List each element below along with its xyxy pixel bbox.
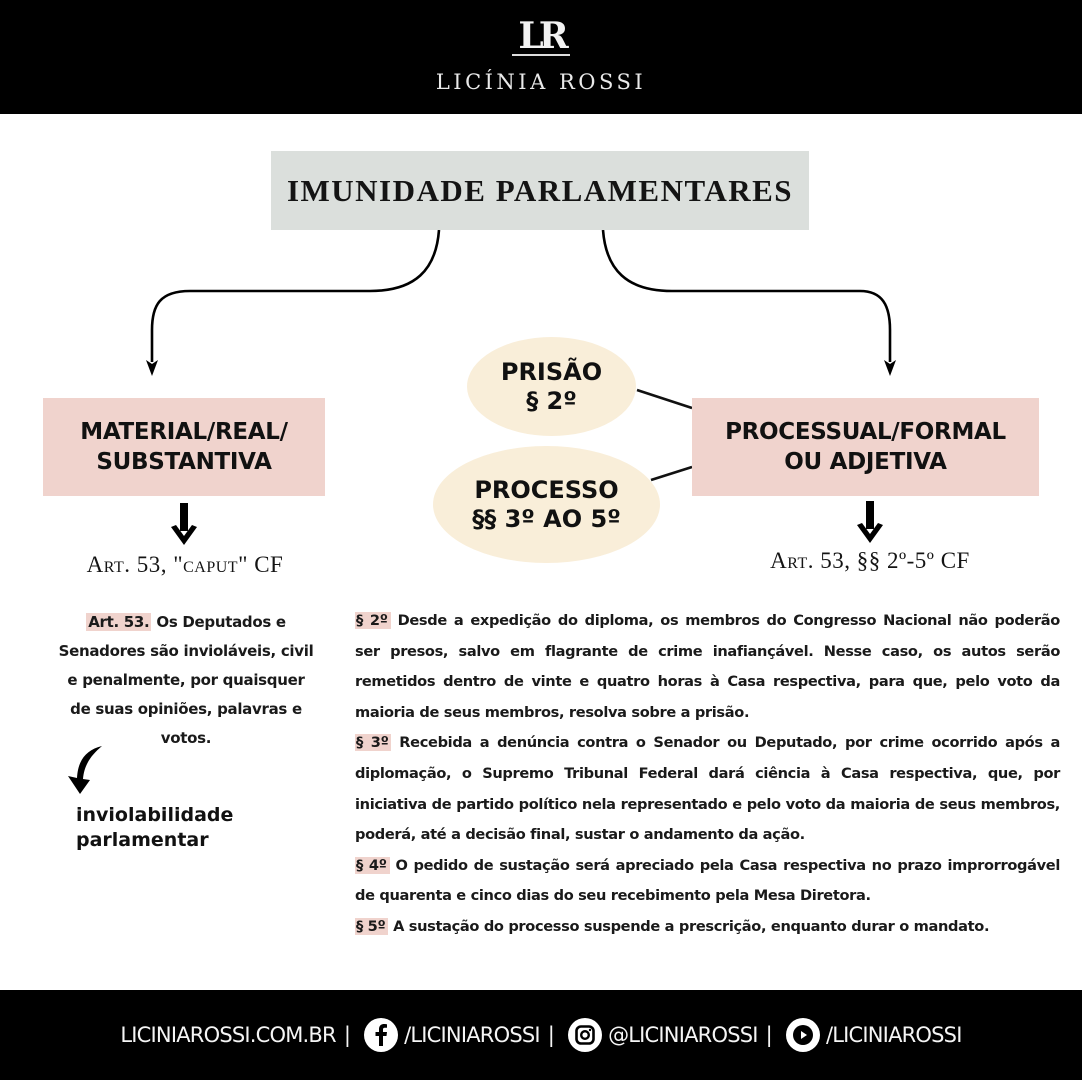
paragraph-4: § 4º O pedido de sustação será apreciado… [355,851,1060,912]
prisao-section: § 2º [526,386,577,415]
processo-label: PROCESSO [474,475,619,504]
paragraph-label: § 2º [355,612,391,629]
diagram-title-box: IMUNIDADE PARLAMENTARES [271,151,809,230]
prisao-label: PRISÃO [500,357,603,386]
paragraph-text: O pedido de sustação será apreciado pela… [355,856,1060,905]
prisao-node: PRISÃO § 2º [467,337,636,436]
website-link[interactable]: LICINIAROSSI.COM.BR | [120,1023,364,1047]
paragraph-label: § 3º [355,734,392,752]
processo-node: PROCESSO §§ 3º AO 5º [433,446,660,563]
footer-bar: LICINIAROSSI.COM.BR | /LICINIAROSSI | @L… [0,990,1082,1080]
paragraph-3: § 3º Recebida a denúncia contra o Senado… [355,728,1060,850]
paragraph-label: § 5º [355,917,389,935]
facebook-handle: /LICINIAROSSI [404,1023,540,1047]
processual-reference: Art. 53, §§ 2º-5º CF [770,548,970,573]
material-label-line1: MATERIAL/REAL/ [80,419,288,445]
arrow-down-icon [171,503,197,545]
material-reference: Art. 53, "caput" CF [86,552,284,577]
connector-right-arrow [601,229,892,362]
material-label-line2: SUBSTANTIVA [96,449,272,475]
arrow-down-icon [857,501,883,543]
curved-arrow-icon [68,746,102,794]
connector-processo [650,465,693,482]
instagram-link[interactable]: @LICINIAROSSI | [568,1018,786,1052]
website-text: LICINIAROSSI.COM.BR [120,1023,336,1047]
youtube-icon [785,1018,820,1052]
paragraphs-block: § 2º Desde a expedição do diploma, os me… [355,606,1060,943]
header-bar: LR LICÍNIA ROSSI [0,0,1082,114]
brand-name: LICÍNIA ROSSI [435,70,647,94]
inviolability-line2: parlamentar [76,829,209,851]
paragraph-text: Desde a expedição do diploma, os membros… [355,612,1060,721]
paragraph-text: A sustação do processo suspende a prescr… [388,917,990,935]
separator: | [547,1023,555,1047]
instagram-handle: @LICINIAROSSI [608,1023,758,1047]
processual-label-line1: PROCESSUAL/FORMAL [725,419,1006,445]
processual-immunity-box: PROCESSUAL/FORMAL OU ADJETIVA [692,398,1039,496]
inviolability-line1: inviolabilidade [76,804,234,826]
caput-article-text: Os Deputados e Senadores são invioláveis… [58,613,314,747]
paragraph-5: § 5º A sustação do processo suspende a p… [355,912,1060,943]
logo-mark: LR [0,14,1082,57]
youtube-handle: /LICINIAROSSI [825,1023,962,1047]
inviolability-label: inviolabilidade parlamentar [76,803,233,853]
separator: | [765,1023,773,1047]
logo-monogram: LR [518,15,568,57]
diagram-title: IMUNIDADE PARLAMENTARES [286,172,794,208]
caput-text-block: Art. 53. Os Deputados e Senadores são in… [55,608,317,753]
facebook-icon [364,1018,399,1052]
youtube-link[interactable]: /LICINIAROSSI [785,1018,962,1052]
paragraph-text: Recebida a denúncia contra o Senador ou … [355,734,1060,844]
connector-left-arrow [150,229,441,362]
paragraph-2: § 2º Desde a expedição do diploma, os me… [355,606,1060,728]
facebook-link[interactable]: /LICINIAROSSI | [364,1018,568,1052]
logo-underline [512,54,570,56]
processo-section: §§ 3º AO 5º [472,504,621,533]
connector-prisao [636,388,693,410]
instagram-icon [568,1018,603,1052]
processual-label-line2: OU ADJETIVA [784,449,947,475]
separator: | [343,1023,351,1047]
caput-article-label: Art. 53. [86,613,152,631]
material-immunity-box: MATERIAL/REAL/ SUBSTANTIVA [43,398,325,496]
paragraph-label: § 4º [355,856,390,874]
